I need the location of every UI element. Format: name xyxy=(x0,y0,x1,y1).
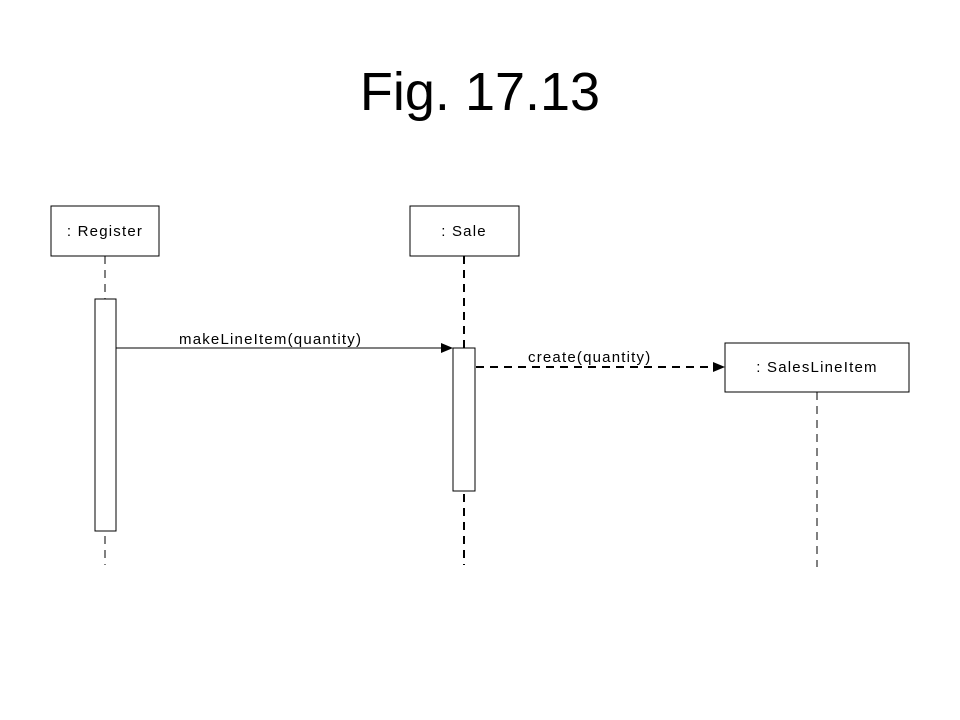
message-label-makelineitem: makeLineItem(quantity) xyxy=(179,331,362,348)
participant-label-saleslineitem: : SalesLineItem xyxy=(756,359,877,376)
activation-bar-register xyxy=(94,298,117,532)
message-label-create: create(quantity) xyxy=(528,349,651,366)
participant-sale: : Sale xyxy=(409,205,520,565)
participant-box-sale xyxy=(409,205,520,257)
participant-box-saleslineitem xyxy=(724,342,910,393)
participant-register: : Register xyxy=(50,205,160,565)
participant-label-sale: : Sale xyxy=(441,223,487,240)
participant-box-register xyxy=(50,205,160,257)
participant-saleslineitem: : SalesLineItem xyxy=(724,342,910,567)
message-makelineitem: makeLineItem(quantity) xyxy=(116,331,453,353)
message-create: create(quantity) xyxy=(476,349,725,372)
activation-bar-sale xyxy=(452,347,476,492)
participant-label-register: : Register xyxy=(67,223,143,240)
slide-title: Fig. 17.13 xyxy=(359,62,601,122)
